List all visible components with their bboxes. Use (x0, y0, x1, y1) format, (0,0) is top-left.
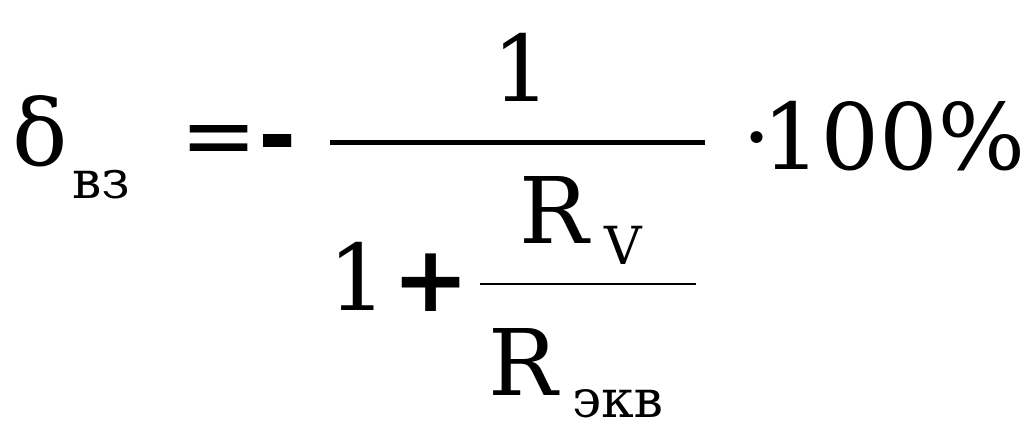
main-fraction-bar (330, 140, 705, 145)
inner-numerator-subscript: V (604, 217, 642, 277)
percent-factor: 100% (762, 84, 1024, 191)
inner-denominator-subscript: экв (572, 370, 663, 430)
denominator-one: 1 (328, 225, 387, 332)
plus-sign: + (392, 226, 470, 333)
delta-subscript: вз (72, 151, 130, 211)
fraction-numerator: 1 (492, 16, 551, 123)
inner-fraction-bar (480, 283, 696, 285)
delta-symbol: δ (12, 80, 68, 187)
equals-sign: = (180, 82, 258, 189)
minus-sign: - (258, 82, 297, 189)
inner-numerator-symbol: R (519, 158, 589, 265)
inner-denominator-symbol: R (488, 310, 558, 417)
multiply-dot: · (742, 84, 772, 191)
